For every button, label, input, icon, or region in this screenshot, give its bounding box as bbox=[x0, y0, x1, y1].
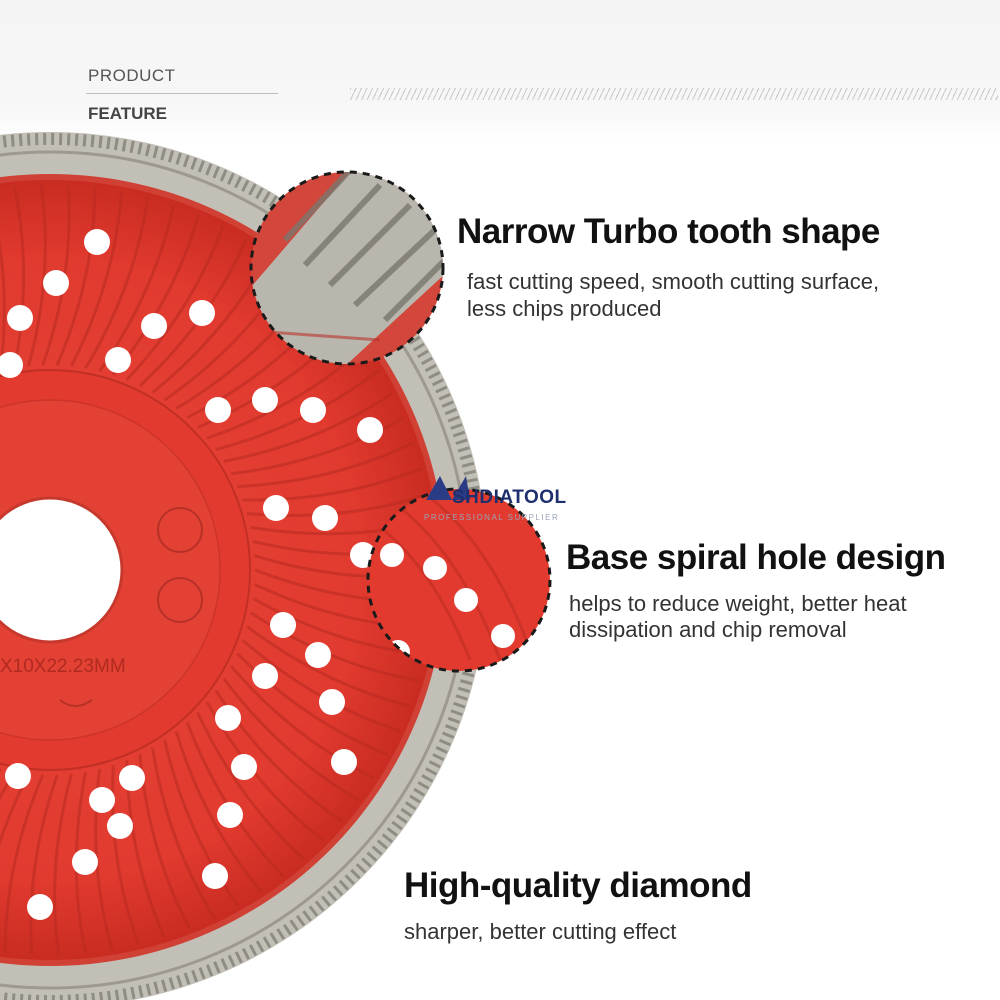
turbo-ridge bbox=[222, 677, 366, 805]
goggles-icon bbox=[157, 507, 203, 553]
gloves-icon bbox=[157, 577, 203, 623]
feature-title-spiral: Base spiral hole design bbox=[566, 538, 946, 577]
feature-desc-turbo-line2: less chips produced bbox=[467, 296, 662, 321]
feature-title-turbo: Narrow Turbo tooth shape bbox=[457, 212, 880, 251]
vent-hole bbox=[252, 663, 278, 689]
feature-desc-diamond: sharper, better cutting effect bbox=[404, 919, 677, 944]
magnifier-holes bbox=[366, 487, 552, 673]
turbo-ridge bbox=[151, 747, 220, 925]
turbo-ridge bbox=[11, 185, 26, 369]
vent-hole bbox=[5, 763, 31, 789]
vent-hole bbox=[205, 397, 231, 423]
vent-hole bbox=[231, 754, 257, 780]
vent-hole bbox=[217, 802, 243, 828]
turbo-ridge bbox=[0, 185, 6, 372]
arbor-hole bbox=[0, 496, 124, 644]
vent-hole bbox=[105, 347, 131, 373]
vent-hole bbox=[141, 313, 167, 339]
vent-hole bbox=[89, 787, 115, 813]
header-divider bbox=[86, 93, 278, 94]
turbo-ridge bbox=[229, 665, 381, 783]
turbo-ridge bbox=[237, 438, 421, 489]
turbo-ridge bbox=[125, 218, 227, 381]
turbo-ridge bbox=[27, 185, 47, 367]
vent-hole bbox=[270, 612, 296, 638]
vent-hole bbox=[119, 765, 145, 791]
vent-hole bbox=[357, 417, 383, 443]
turbo-ridge bbox=[53, 773, 73, 955]
turbo-ridge bbox=[29, 774, 59, 955]
feature-desc-spiral-line2: dissipation and chip removal bbox=[569, 617, 847, 642]
turbo-ridge bbox=[0, 773, 30, 955]
turbo-ridge bbox=[163, 739, 244, 913]
vent-hole bbox=[43, 270, 69, 296]
turbo-ridge bbox=[246, 625, 418, 710]
vent-hole bbox=[7, 305, 33, 331]
vent-hole bbox=[0, 352, 23, 378]
feature-desc-spiral-line1: helps to reduce weight, better heat bbox=[569, 591, 907, 616]
header-band bbox=[0, 0, 1000, 145]
vent-hole bbox=[84, 229, 110, 255]
vent-hole bbox=[189, 300, 215, 326]
vent-hole bbox=[312, 505, 338, 531]
vent-hole bbox=[300, 397, 326, 423]
turbo-ridge bbox=[41, 185, 71, 366]
feature-desc-turbo-line1: fast cutting speed, smooth cutting surfa… bbox=[467, 269, 880, 294]
vent-hole bbox=[305, 642, 331, 668]
vent-hole bbox=[107, 813, 133, 839]
turbo-ridge bbox=[111, 764, 143, 952]
vent-hole bbox=[252, 387, 278, 413]
turbo-ridge bbox=[70, 185, 124, 367]
header-hatch-decoration bbox=[350, 88, 998, 100]
vent-hole bbox=[319, 689, 345, 715]
turbo-ridge bbox=[223, 388, 399, 463]
turbo-ridge bbox=[196, 711, 311, 866]
vent-hole bbox=[72, 849, 98, 875]
vent-hole bbox=[215, 705, 241, 731]
turbo-ridge bbox=[230, 412, 411, 476]
vent-hole bbox=[202, 863, 228, 889]
magnifier-tooth bbox=[249, 170, 445, 366]
header-product-label: PRODUCT bbox=[88, 66, 176, 85]
header-feature-label: FEATURE bbox=[88, 104, 168, 123]
watermark-tagline: PROFESSIONAL SUPPLIER bbox=[424, 513, 560, 522]
turbo-ridge bbox=[0, 771, 16, 950]
vent-hole bbox=[263, 495, 289, 521]
turbo-ridge bbox=[3, 774, 45, 955]
turbo-ridge bbox=[174, 731, 268, 899]
vent-hole bbox=[27, 894, 53, 920]
brand-logo-icon bbox=[426, 476, 470, 500]
spiral-holes bbox=[0, 229, 383, 920]
rotation-arrow-icon bbox=[59, 699, 93, 707]
blade-core: X10X22.23MM bbox=[0, 180, 440, 960]
watermark-brand: SHDIATOOL bbox=[452, 487, 567, 508]
vent-hole bbox=[331, 749, 357, 775]
feature-title-diamond: High-quality diamond bbox=[404, 866, 752, 905]
blade-spec-text: X10X22.23MM bbox=[0, 656, 126, 677]
turbo-ridge bbox=[84, 190, 151, 369]
turbo-ridge bbox=[55, 185, 97, 366]
